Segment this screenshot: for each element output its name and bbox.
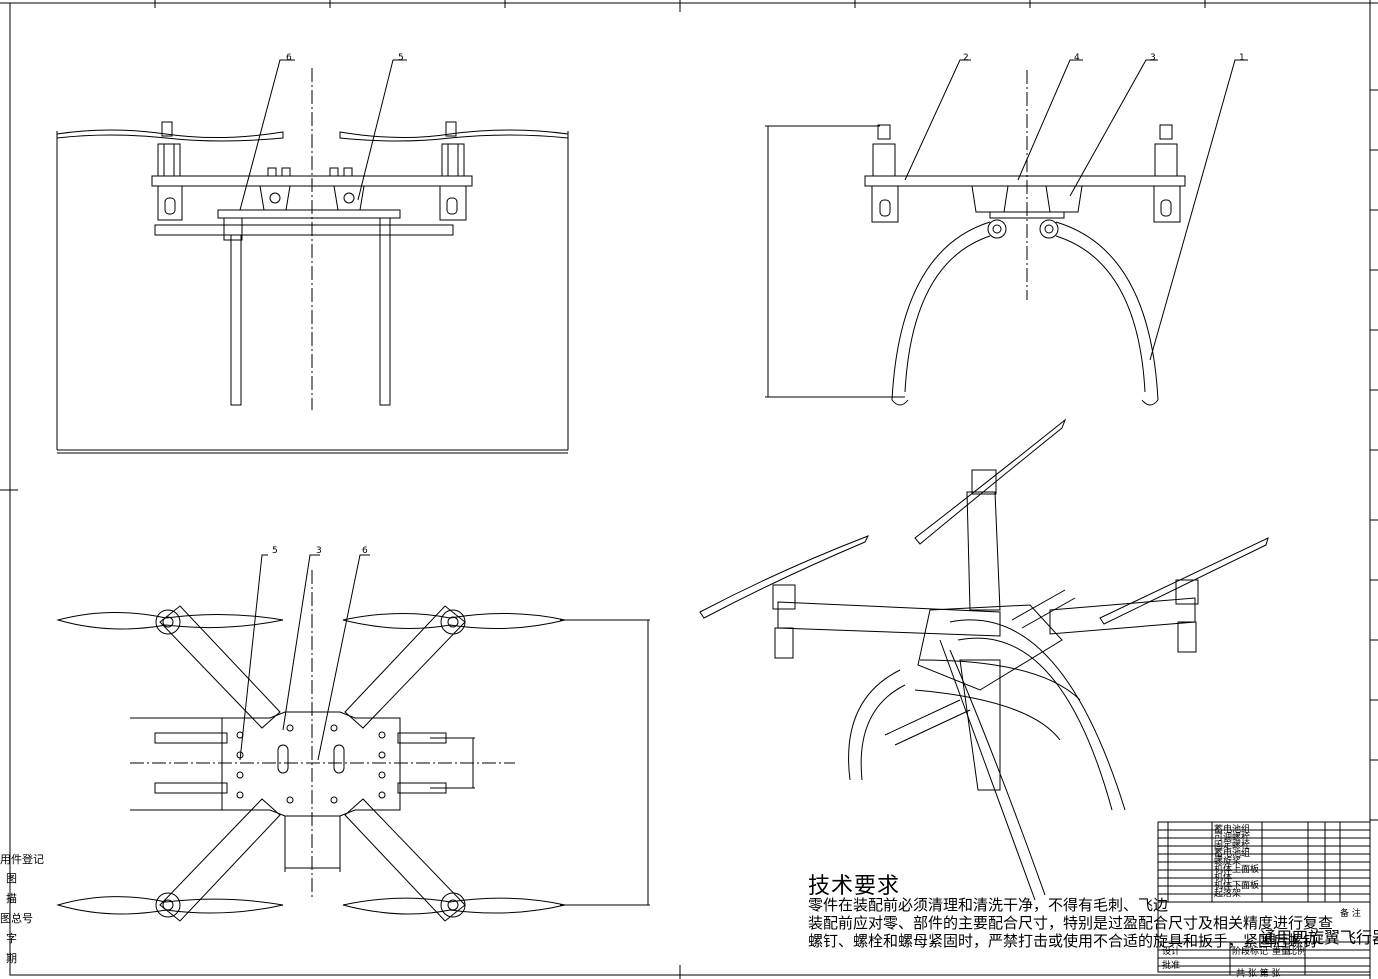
drawing-name: 通用四旋翼飞行器 — [1260, 928, 1378, 947]
scale-label: 比例 — [1288, 947, 1307, 957]
approve-label: 批准 — [1162, 961, 1181, 971]
balloon-number: 1 — [1239, 53, 1245, 63]
tech-requirement-line: 零件在装配前必须清理和清洗干净，不得有毛刺、飞边 — [808, 896, 1169, 914]
margin-label: 描 — [6, 892, 17, 905]
part-name: 蓄电池组 — [1214, 825, 1251, 835]
part-name: 可调螺栓 — [1214, 833, 1251, 843]
part-name: 起落架 — [1214, 889, 1242, 899]
margin-label: 图 — [6, 872, 17, 885]
tech-requirement-line: 装配前应对零、部件的主要配合尺寸，特别是过盈配合尺寸及相关精度进行复查 — [808, 914, 1334, 932]
balloon-number: 6 — [362, 546, 368, 556]
balloon-number: 6 — [286, 53, 292, 63]
balloon-number: 5 — [398, 53, 404, 63]
stage-label: 阶段标记 — [1232, 947, 1269, 957]
margin-label: 期 — [6, 952, 17, 965]
part-name: 螺旋桨 — [1214, 857, 1242, 867]
isometric-view — [699, 418, 1269, 901]
tech-requirements-title: 技术要求 — [808, 874, 901, 899]
balloon-number: 4 — [1074, 53, 1080, 63]
tech-requirement-line: 螺钉、螺栓和螺母紧固时，严禁打击或使用不合适的旋具和扳手，紧固后螺钉 — [808, 932, 1319, 950]
balloon-number: 2 — [963, 53, 969, 63]
balloon-number: 5 — [272, 546, 278, 556]
margin-label: 图总号 — [0, 912, 33, 925]
balloon-number: 3 — [316, 546, 322, 556]
part-name: 机体下面板 — [1214, 881, 1260, 891]
part-name: 固定螺栓 — [1214, 841, 1251, 851]
remarks-header: 备 注 — [1340, 909, 1361, 919]
sheets-label: 共 张 第 张 — [1236, 969, 1281, 979]
margin-label: 用件登记 — [0, 853, 44, 866]
title-block-lines — [1157, 821, 1371, 975]
weight-label: 重量 — [1272, 947, 1291, 957]
balloon-number: 3 — [1150, 53, 1156, 63]
part-name: 蓄电池组 — [1214, 849, 1251, 859]
side-view — [765, 59, 1248, 406]
part-name: 机体 — [1214, 873, 1233, 883]
front-view — [56, 59, 569, 454]
margin-label: 字 — [6, 932, 17, 945]
top-view — [56, 554, 650, 922]
part-name: 机体上面板 — [1214, 865, 1260, 875]
design-label: 设计 — [1162, 947, 1181, 957]
